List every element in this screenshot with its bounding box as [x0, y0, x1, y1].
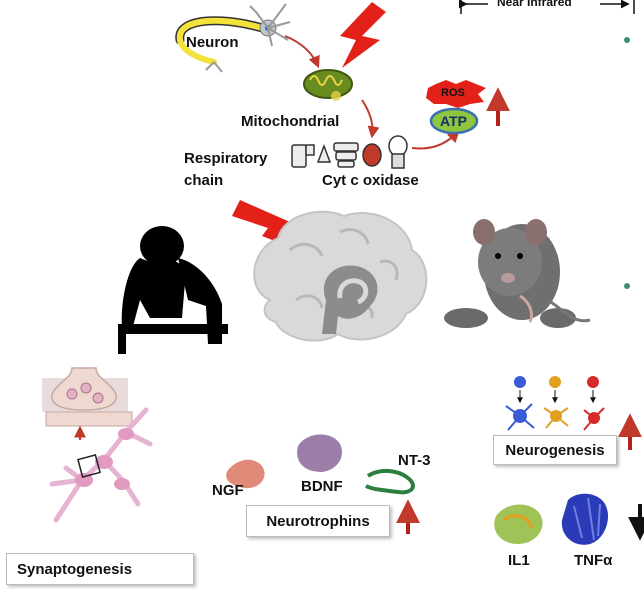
- mouse-icon: [444, 219, 591, 328]
- brain-icon: [253, 210, 428, 342]
- synapse-icon: [42, 367, 133, 440]
- neuron-network-icon: [49, 407, 153, 523]
- chain-label: chain: [184, 172, 224, 189]
- cyt-c-oxidase-label: Cyt c oxidase: [322, 172, 419, 189]
- neurogenesis-label: Neurogenesis: [493, 435, 617, 465]
- near-infrared-bracket: [458, 0, 635, 14]
- arrow-chain-to-atp: [411, 130, 460, 150]
- arrow-mito-to-chain: [361, 99, 380, 139]
- tnfa-protein-icon: [561, 493, 609, 545]
- ngf-label: NGF: [212, 482, 244, 499]
- bdnf-protein-icon: [297, 434, 342, 472]
- respiratory-chain-icon: [291, 135, 408, 169]
- mitochondrion-icon: [303, 69, 353, 101]
- arrow-neuron-to-mito: [284, 35, 320, 69]
- ngf-protein-icon: [226, 459, 265, 489]
- bdnf-label: BDNF: [301, 478, 343, 495]
- depressed-person-silhouette: [118, 226, 228, 354]
- neurotrophins-label: Neurotrophins: [246, 505, 390, 537]
- neuron-icon: [175, 3, 291, 73]
- neuron-label: Neuron: [186, 34, 239, 51]
- respiratory-label: Respiratory: [184, 150, 268, 167]
- nt3-label: NT-3: [398, 452, 431, 469]
- bullet-dot: [624, 283, 630, 289]
- near-infrared-label: Near Infrared: [497, 0, 572, 9]
- nt3-protein-icon: [365, 469, 415, 495]
- il1-label: IL1: [508, 552, 530, 569]
- tnfa-label: TNFα: [574, 552, 613, 569]
- bullet-dot: [624, 37, 630, 43]
- ros-badge: [426, 80, 486, 108]
- neurogenesis-cells-icon: [505, 376, 605, 431]
- atp-label: ATP: [440, 113, 467, 129]
- mitochondrial-label: Mitochondrial: [241, 113, 340, 130]
- ros-label: ROS: [441, 87, 465, 99]
- laser-bolt-icon: [340, 2, 386, 68]
- synaptogenesis-label: Synaptogenesis: [6, 553, 194, 585]
- il1-protein-icon: [494, 504, 543, 544]
- atp-badge: [429, 107, 479, 135]
